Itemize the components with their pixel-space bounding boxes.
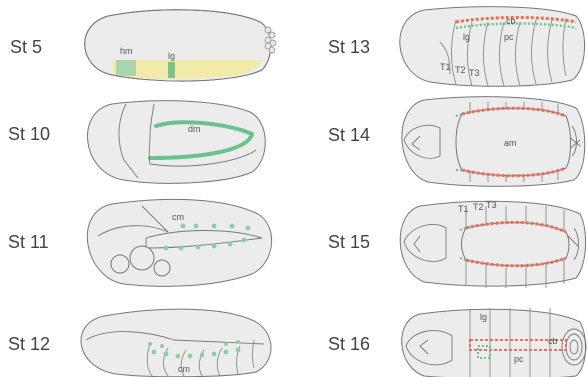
stage-5-panel: St 5 hm lg [10, 10, 276, 81]
lg-tag-13: lg [463, 32, 470, 42]
t3-tag: T3 [469, 68, 480, 78]
stage-15-panel: St 15 T1 T2 T3 [328, 200, 586, 288]
cm-tag: cm [172, 212, 184, 222]
hm-tag: hm [120, 46, 133, 56]
stage-14-panel: St 14 am [328, 97, 585, 187]
stage-11-panel: St 11 cm [8, 199, 272, 286]
cb-tag-16: cb [548, 336, 558, 346]
lg-tag-16: lg [480, 312, 487, 322]
stage-10-embryo [88, 101, 266, 184]
cm-tag-12: cm [178, 364, 190, 374]
t2-tag: T2 [455, 65, 466, 75]
stage-14-label: St 14 [328, 125, 370, 145]
stage-10-label: St 10 [8, 124, 50, 144]
dm-tag: dm [188, 124, 201, 134]
t1-tag: T1 [440, 62, 451, 72]
stage-12-panel: St 12 cm [8, 309, 271, 377]
pc-tag-16: pc [514, 354, 524, 364]
lg-tag: lg [168, 51, 175, 61]
stage-12-label: St 12 [8, 334, 50, 354]
stage-16-panel: St 16 lg pc cb [328, 308, 586, 377]
stage-5-label: St 5 [10, 37, 42, 57]
stage-11-label: St 11 [8, 232, 49, 252]
am-tag: am [504, 138, 517, 148]
head-mesoderm-region [116, 60, 136, 76]
stage-13-label: St 13 [328, 37, 370, 57]
t3-tag-15: T3 [486, 200, 497, 210]
t1-tag-15: T1 [458, 204, 469, 214]
t2-tag-15: T2 [473, 202, 484, 212]
pc-tag: pc [504, 32, 514, 42]
stage-10-panel: St 10 dm [8, 101, 265, 184]
lymph-gland-region [168, 62, 175, 78]
pole-cells [265, 27, 276, 53]
stage-15-label: St 15 [328, 232, 370, 252]
stage-16-label: St 16 [328, 334, 370, 354]
stage-16-embryo [402, 309, 586, 377]
cb-tag: cb [506, 16, 516, 26]
stage-13-panel: St 13 cb lg pc T1 T2 T3 [328, 7, 585, 87]
